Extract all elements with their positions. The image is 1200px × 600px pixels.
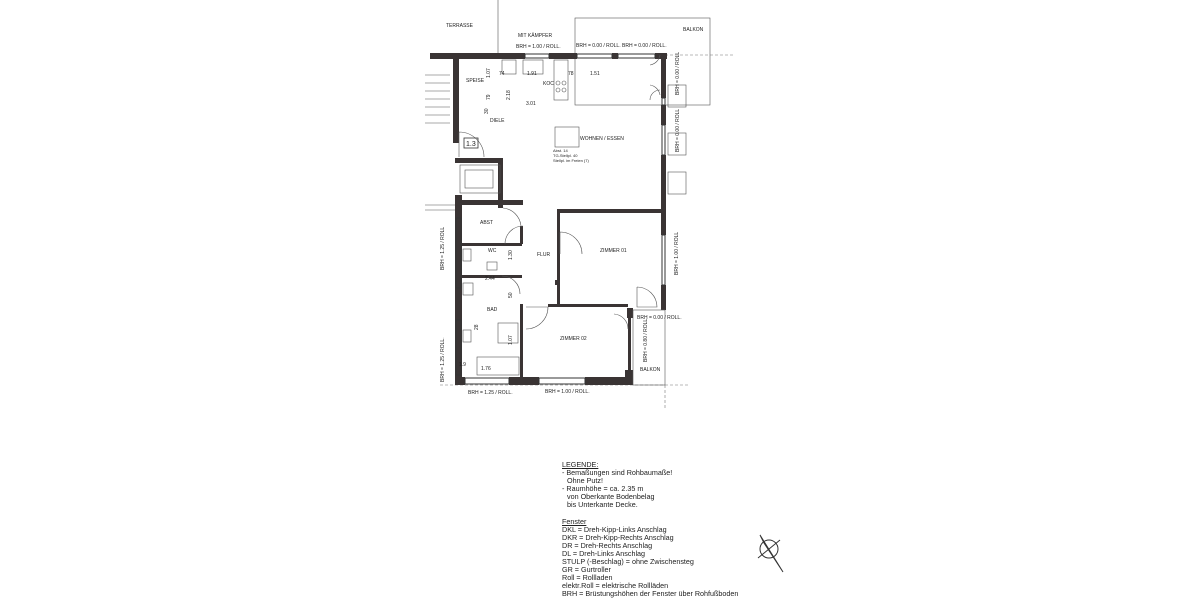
svg-text:74: 74 bbox=[499, 71, 505, 77]
legend-line: - Bemaßungen sind Rohbaumaße! bbox=[562, 468, 673, 478]
apartment-number-box bbox=[463, 137, 479, 149]
note-brh: BRH = 0.00 / ROLL bbox=[675, 109, 681, 152]
svg-text:2.18: 2.18 bbox=[506, 90, 512, 100]
svg-text:1.76: 1.76 bbox=[481, 366, 491, 372]
svg-text:1.07: 1.07 bbox=[486, 68, 492, 78]
svg-text:1.07: 1.07 bbox=[508, 335, 514, 345]
svg-text:3.01: 3.01 bbox=[526, 101, 536, 107]
legend-fenster-item: DKR = Dreh-Kipp-Rechts Anschlag bbox=[562, 532, 674, 542]
legend-fenster-item: DL = Dreh-Links Anschlag bbox=[562, 548, 646, 558]
note-brh: BRH = 1.00 / ROLL. bbox=[516, 44, 561, 50]
svg-text:2.44: 2.44 bbox=[485, 276, 495, 282]
note-brh: BRH = 1.00 / ROLL. bbox=[545, 389, 590, 395]
room-speise: SPEISE bbox=[466, 78, 485, 84]
room-wc: WC bbox=[488, 248, 497, 254]
toilet-icon bbox=[462, 248, 472, 262]
legend-line: - Raumhöhe = ca. 2.35 m bbox=[562, 484, 644, 494]
room-kochen: KOC bbox=[543, 81, 554, 87]
legend-title: LEGENDE: bbox=[562, 460, 599, 469]
balcony-niche bbox=[667, 132, 687, 156]
note-brh: BRH = 0.00 / ROLL. BRH = 0.00 / ROLL. bbox=[576, 43, 667, 49]
windows[interactable] bbox=[455, 53, 666, 385]
room-diele: DIELE bbox=[490, 118, 505, 124]
svg-text:79: 79 bbox=[486, 94, 492, 100]
legend-fenster-item: elektr.Roll = elektrische Rollläden bbox=[562, 581, 669, 591]
balcony-bottom-outline bbox=[632, 309, 666, 386]
legend: LEGENDE: - Bemaßungen sind Rohbaumaße! O… bbox=[562, 460, 739, 599]
doors[interactable] bbox=[458, 54, 661, 330]
note-brh: BRH = 1.25 / ROLL. bbox=[440, 337, 446, 382]
svg-text:1.91: 1.91 bbox=[527, 71, 537, 77]
svg-text:28: 28 bbox=[474, 324, 480, 330]
note-kaempfer: MIT KÄMPFER bbox=[518, 32, 552, 39]
parking-note: Stellpl. im Freien (7) bbox=[553, 158, 589, 163]
shower-icon bbox=[497, 322, 519, 344]
room-wohnen-essen: WOHNEN / ESSEN bbox=[580, 136, 624, 142]
room-zimmer-01: ZIMMER 01 bbox=[600, 248, 627, 254]
dimensions: 1.07 74 1.91 78 1.51 2.18 3.01 79 30 2.4… bbox=[459, 68, 600, 372]
svg-text:50: 50 bbox=[508, 292, 514, 298]
legend-fenster-item: GR = Gurtroller bbox=[562, 565, 611, 575]
svg-text:1.9: 1.9 bbox=[459, 362, 466, 368]
balcony-top-outline bbox=[574, 17, 711, 106]
room-zimmer-02: ZIMMER 02 bbox=[560, 336, 587, 342]
svg-text:30: 30 bbox=[484, 108, 490, 114]
legend-fenster-item: Roll = Rollladen bbox=[562, 573, 613, 583]
balcony-niche bbox=[667, 84, 687, 108]
note-brh: BRH = 0.00 / ROLL bbox=[675, 52, 681, 95]
room-flur: FLUR bbox=[537, 252, 550, 258]
north-arrow-icon bbox=[757, 534, 784, 573]
legend-fenster-item: DR = Dreh-Rechts Anschlag bbox=[562, 540, 653, 550]
fixtures bbox=[459, 59, 580, 376]
room-balkon-top: BALKON bbox=[683, 27, 704, 33]
bathtub-icon bbox=[476, 356, 520, 376]
legend-fenster-item: BRH = Brüstungshöhen der Fenster über Ro… bbox=[562, 589, 739, 599]
legend-line: bis Unterkante Decke. bbox=[567, 500, 638, 510]
note-brh: BRH = 1.25 / ROLL bbox=[440, 227, 446, 270]
legend-fenster-item: STULP (-Beschlag) = ohne Zwischensteg bbox=[562, 557, 694, 567]
sink-icon bbox=[486, 261, 498, 271]
parking-note: Abst. 14 bbox=[553, 148, 568, 153]
svg-text:1.30: 1.30 bbox=[508, 250, 514, 260]
note-brh: BRH = 0.80 / ROLL bbox=[643, 319, 649, 362]
note-brh: BRH = 0.00 / ROLL. bbox=[637, 315, 682, 321]
room-terrasse: TERRASSE bbox=[446, 23, 474, 29]
room-balkon-bottom: BALKON bbox=[640, 367, 661, 373]
svg-text:78: 78 bbox=[568, 71, 574, 77]
sink-icon bbox=[462, 282, 474, 296]
note-brh: BRH = 1.25 / ROLL. bbox=[468, 390, 513, 396]
svg-text:1.51: 1.51 bbox=[590, 71, 600, 77]
toilet-icon bbox=[462, 329, 472, 343]
balcony-niche bbox=[667, 171, 687, 195]
walls bbox=[430, 53, 667, 385]
parking-note: TG-Stellpl. 40 bbox=[553, 153, 578, 158]
legend-fenster-item: DKL = Dreh-Kipp-Links Anschlag bbox=[562, 524, 667, 534]
note-brh: BRH = 1.00 / ROLL bbox=[674, 232, 680, 275]
legend-line: Ohne Putz! bbox=[567, 476, 603, 486]
apartment-number: 1.3 bbox=[466, 141, 476, 148]
room-bad: BAD bbox=[487, 307, 498, 313]
legend-fenster-title: Fenster bbox=[562, 516, 587, 526]
staircase bbox=[425, 74, 455, 211]
room-abst: ABST bbox=[480, 220, 493, 226]
legend-line: von Oberkante Bodenbelag bbox=[567, 492, 655, 502]
